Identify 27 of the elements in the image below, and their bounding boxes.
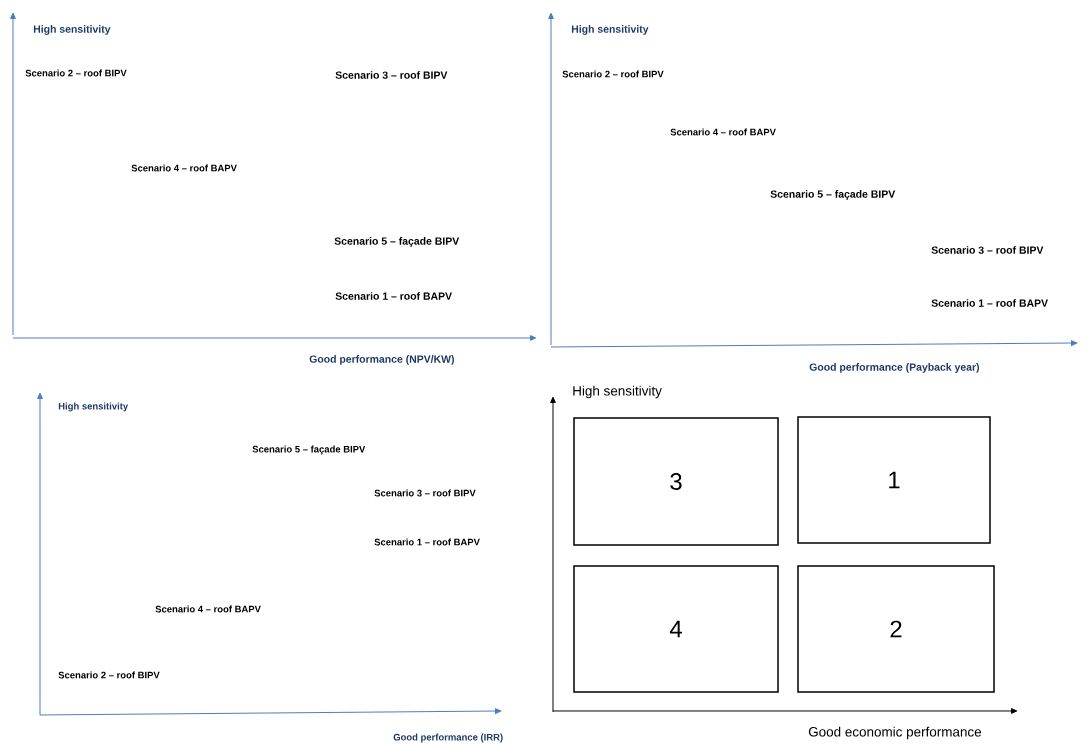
axis-label: High sensitivity: [571, 25, 649, 35]
scenario-label: Scenario 5 – façade BIPV: [252, 445, 366, 455]
scenario-label: Scenario 1 – roof BAPV: [374, 538, 480, 546]
scenario-label: Scenario 5 – façade BIPV: [770, 190, 896, 200]
axis-label: Good performance (Payback year): [809, 363, 979, 373]
axis-label: High sensitivity: [33, 25, 111, 35]
axis-label: Good performance (IRR): [393, 733, 503, 743]
quadrant-box: 4: [573, 565, 779, 693]
scenario-label: Scenario 3 – roof BIPV: [335, 71, 448, 79]
scenario-label: Scenario 4 – roof BAPV: [155, 605, 261, 613]
axis-label: High sensitivity: [58, 402, 129, 412]
scenario-label: Scenario 4 – roof BAPV: [670, 128, 776, 136]
quadrant-box: 1: [797, 416, 991, 544]
scenario-label: Scenario 2 – roof BIPV: [25, 69, 127, 77]
quadrant-box: 2: [797, 565, 995, 693]
axis-label: Good economic performance: [808, 726, 982, 740]
scenario-label: Scenario 1 – roof BAPV: [931, 299, 1048, 307]
scenario-label: Scenario 1 – roof BAPV: [335, 292, 452, 300]
quadrant-box: 3: [573, 417, 779, 546]
scenario-label: Scenario 2 – roof BIPV: [58, 671, 160, 679]
axis-label: Good performance (NPV/KW): [309, 355, 454, 365]
scenario-label: Scenario 5 – façade BIPV: [334, 237, 460, 247]
axis-label: High sensitivity: [573, 385, 662, 399]
scenario-label: Scenario 3 – roof BIPV: [374, 489, 476, 497]
scenario-label: Scenario 4 – roof BAPV: [131, 164, 237, 172]
scenario-label: Scenario 2 – roof BIPV: [562, 70, 664, 78]
scenario-label: Scenario 3 – roof BIPV: [931, 246, 1044, 254]
